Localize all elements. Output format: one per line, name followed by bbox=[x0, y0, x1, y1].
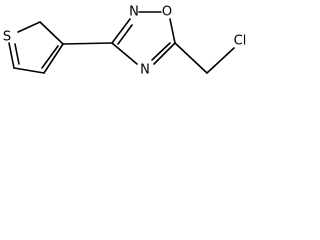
bond-thiophene-c3-c4-double bbox=[41, 45, 59, 69]
bond-oxadiazole-n4-c3 bbox=[111, 42, 138, 65]
bond-oxadiazole-o1-c5 bbox=[169, 18, 176, 44]
bond-thiophene-c5-s-double bbox=[14, 43, 20, 65]
atom-oxadiazole-oxygen: O bbox=[162, 5, 172, 20]
bond-thiophene-c3-c4 bbox=[43, 43, 64, 74]
bond-c5-ch2 bbox=[174, 42, 208, 74]
bond-thiophene-c2-c3 bbox=[39, 21, 64, 45]
atom-thiophene-sulfur: S bbox=[3, 30, 11, 45]
atom-oxadiazole-nitrogen-top: N bbox=[129, 5, 139, 20]
bond-thiophene-s-c2 bbox=[17, 21, 41, 33]
bond-oxadiazole-c3-n2 bbox=[111, 18, 131, 44]
bond-oxadiazole-c5-n4 bbox=[153, 42, 176, 65]
bond-oxadiazole-c3-n2-double bbox=[117, 24, 133, 45]
bond-ch2-cl bbox=[206, 47, 235, 74]
atom-oxadiazole-nitrogen-bottom: N bbox=[140, 63, 150, 78]
bond-thiophene-oxadiazole-link bbox=[62, 42, 113, 45]
structure-svg: S N O N Cl bbox=[3, 5, 247, 78]
bond-thiophene-c5-s bbox=[8, 42, 15, 69]
bond-oxadiazole-c5-n4-double bbox=[151, 42, 171, 61]
atom-chlorine: Cl bbox=[234, 34, 247, 49]
molecule-diagram: S N O N Cl bbox=[0, 0, 254, 87]
bond-thiophene-c4-c5 bbox=[13, 67, 45, 74]
